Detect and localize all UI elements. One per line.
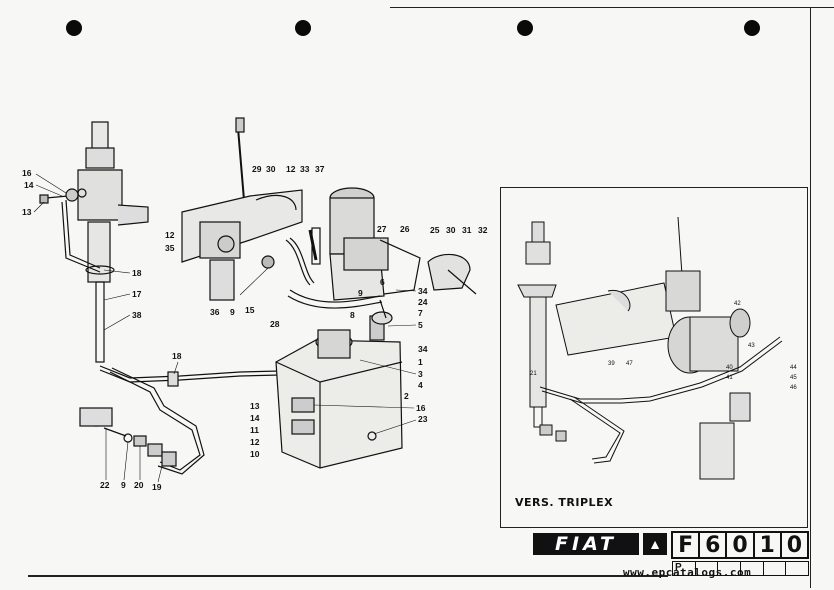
svg-text:12: 12: [286, 164, 296, 174]
svg-text:44: 44: [790, 365, 797, 371]
svg-text:42: 42: [734, 301, 741, 307]
svg-text:12: 12: [165, 230, 175, 240]
svg-text:25: 25: [430, 225, 440, 235]
svg-text:18: 18: [172, 351, 182, 361]
svg-text:37: 37: [315, 164, 325, 174]
triplex-version-inset: 39 47 21 42 43 40 41 44 45 46 VERS. TRIPLEX: [500, 187, 808, 528]
watermark-text: www.epcatalogs.com: [623, 566, 752, 579]
svg-text:36: 36: [210, 307, 220, 317]
svg-text:17: 17: [132, 289, 142, 299]
svg-text:14: 14: [250, 413, 260, 423]
brand-emblem-icon: ▲: [643, 533, 667, 555]
svg-text:27: 27: [377, 224, 387, 234]
svg-text:16: 16: [22, 168, 32, 178]
svg-text:35: 35: [165, 243, 175, 253]
code-cell: F: [671, 531, 701, 559]
punch-hole: [295, 20, 311, 36]
svg-text:5: 5: [418, 320, 423, 330]
svg-text:31: 31: [462, 225, 472, 235]
svg-text:21: 21: [530, 371, 537, 377]
svg-text:13: 13: [250, 401, 260, 411]
svg-text:28: 28: [270, 319, 280, 329]
svg-text:12: 12: [250, 437, 260, 447]
svg-text:47: 47: [626, 361, 633, 367]
svg-text:20: 20: [134, 480, 144, 490]
svg-text:16: 16: [416, 403, 426, 413]
code-cell: 0: [725, 531, 755, 559]
svg-text:15: 15: [245, 305, 255, 315]
svg-text:24: 24: [418, 297, 428, 307]
svg-text:45: 45: [790, 375, 797, 381]
punch-hole: [517, 20, 533, 36]
brand-logo: FIAT: [533, 533, 639, 555]
svg-text:10: 10: [250, 449, 260, 459]
svg-text:18: 18: [132, 268, 142, 278]
svg-text:14: 14: [24, 180, 34, 190]
punch-hole: [66, 20, 82, 36]
svg-text:30: 30: [266, 164, 276, 174]
svg-text:43: 43: [748, 343, 755, 349]
svg-text:34: 34: [418, 286, 428, 296]
svg-text:9: 9: [230, 307, 235, 317]
code-cell: 0: [779, 531, 810, 559]
frame-top-line: [390, 7, 834, 8]
punch-hole: [744, 20, 760, 36]
svg-text:40: 40: [726, 365, 733, 371]
inset-title: VERS. TRIPLEX: [515, 496, 614, 509]
svg-text:26: 26: [400, 224, 410, 234]
svg-text:1: 1: [418, 357, 423, 367]
svg-text:8: 8: [350, 310, 355, 320]
svg-text:34: 34: [418, 344, 428, 354]
catalog-sub-row: P: [672, 561, 810, 576]
svg-text:2: 2: [404, 391, 409, 401]
sub-cell: [785, 561, 810, 576]
svg-text:23: 23: [418, 414, 428, 424]
code-cell: 1: [752, 531, 782, 559]
svg-text:41: 41: [726, 375, 733, 381]
svg-text:6: 6: [380, 277, 385, 287]
svg-text:7: 7: [418, 308, 423, 318]
code-cell: 6: [698, 531, 728, 559]
catalog-code: F 6 0 1 0: [671, 531, 810, 559]
svg-text:4: 4: [418, 380, 423, 390]
svg-text:46: 46: [790, 385, 797, 391]
svg-text:33: 33: [300, 164, 310, 174]
svg-text:9: 9: [121, 480, 126, 490]
sub-cell: [762, 561, 787, 576]
triplex-diagram: 39 47 21 42 43 40 41 44 45 46: [517, 216, 797, 480]
svg-text:11: 11: [250, 425, 259, 435]
svg-text:3: 3: [418, 369, 423, 379]
svg-text:9: 9: [358, 288, 363, 298]
svg-text:13: 13: [22, 207, 32, 217]
svg-text:19: 19: [152, 482, 162, 492]
svg-text:22: 22: [100, 480, 110, 490]
svg-text:39: 39: [608, 361, 615, 367]
svg-text:38: 38: [132, 310, 142, 320]
svg-text:29: 29: [252, 164, 262, 174]
svg-text:32: 32: [478, 225, 488, 235]
frame-bottom-line: [28, 575, 668, 577]
svg-text:30: 30: [446, 225, 456, 235]
frame-right-line: [810, 8, 811, 588]
